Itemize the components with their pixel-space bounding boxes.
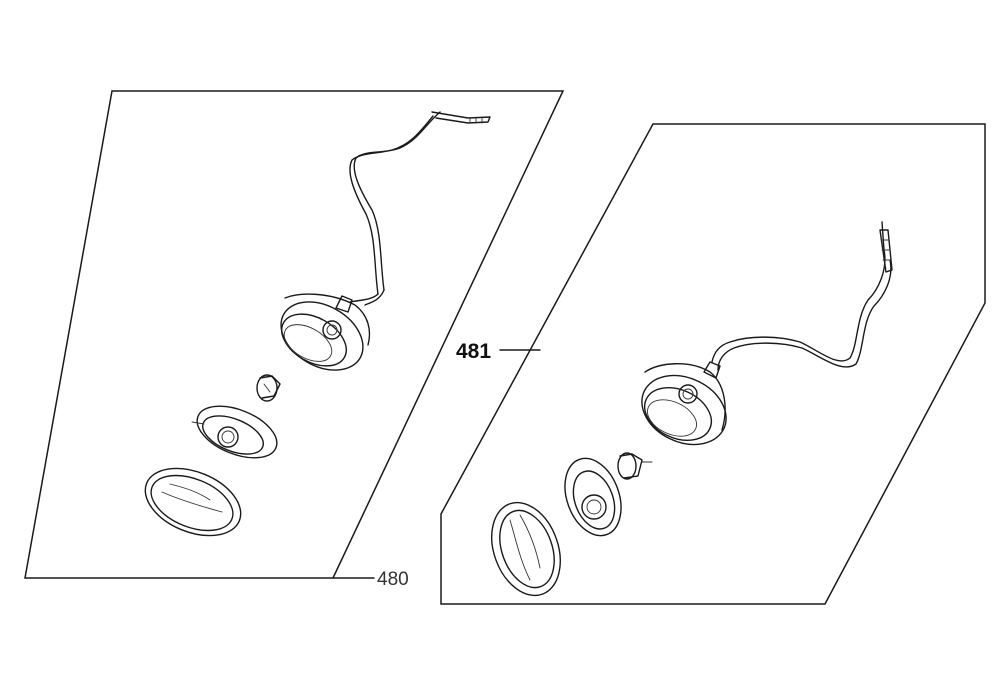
- left-turn-signal-assembly: 480: [24, 90, 565, 590]
- right-lens: [491, 501, 561, 597]
- callout-480-label: 480: [377, 569, 409, 590]
- right-panel-frame: [440, 123, 986, 605]
- left-wire-harness: [349, 111, 491, 306]
- left-reflector: [191, 405, 278, 459]
- left-bulb: [256, 374, 281, 402]
- right-bulb: [617, 452, 653, 480]
- right-housing: [641, 361, 727, 446]
- right-wire-harness: [711, 221, 893, 371]
- right-turn-signal-assembly: 481: [440, 123, 986, 605]
- right-reflector: [564, 457, 622, 537]
- left-panel-frame: [24, 90, 565, 579]
- left-lens: [144, 467, 242, 537]
- callout-481-label: 481: [456, 340, 491, 363]
- left-housing: [280, 293, 371, 371]
